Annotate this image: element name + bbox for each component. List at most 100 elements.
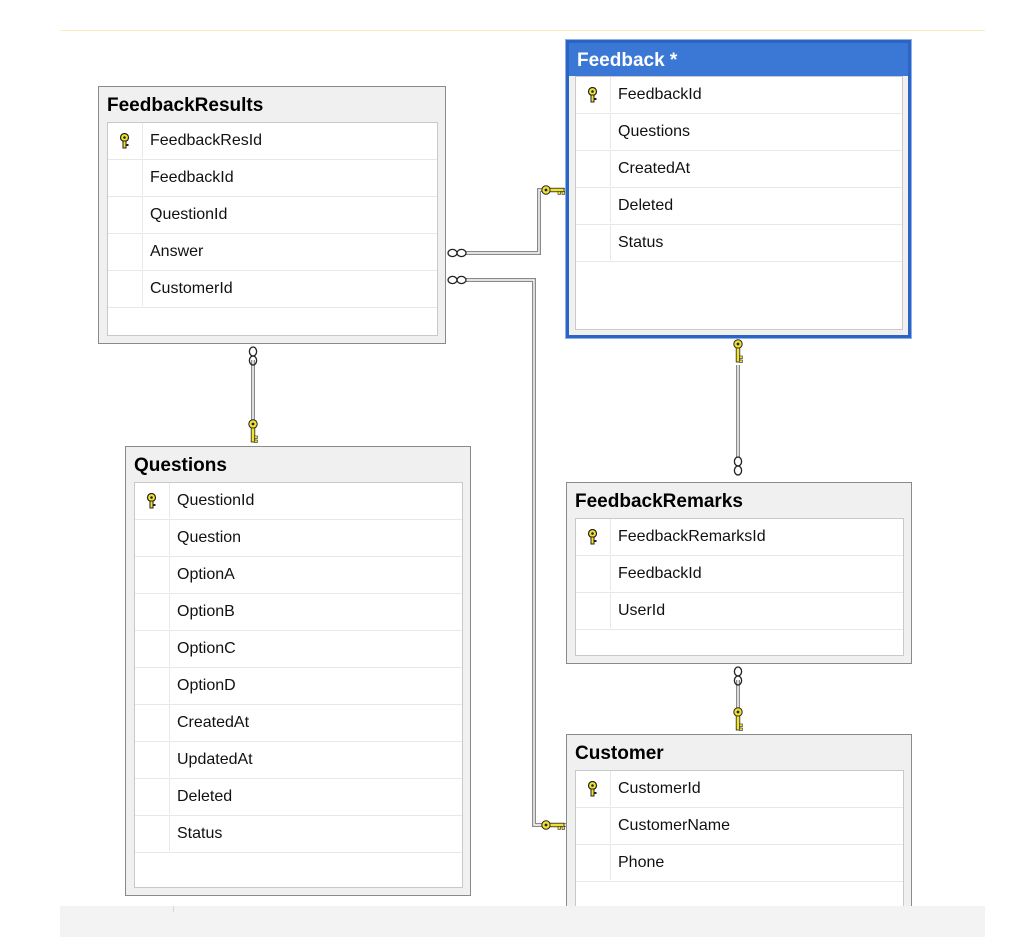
column-row[interactable]: CustomerId (576, 771, 903, 808)
primary-key-icon (587, 781, 598, 797)
table-feedbackremarks[interactable]: FeedbackRemarks FeedbackRemarksId Feedba… (566, 482, 912, 664)
column-list: CustomerId CustomerName Phone (575, 770, 904, 926)
row-selector[interactable] (135, 631, 170, 666)
column-name: QuestionId (177, 492, 255, 509)
column-name: CreatedAt (177, 714, 250, 731)
column-row[interactable]: OptionB (135, 594, 462, 631)
column-row[interactable]: QuestionId (108, 197, 437, 234)
row-selector[interactable] (135, 594, 170, 629)
row-selector[interactable] (135, 520, 170, 555)
rel-feedbackremarks-feedback[interactable] (733, 339, 743, 476)
column-name: FeedbackResId (150, 132, 263, 149)
column-row[interactable]: Deleted (135, 779, 462, 816)
rel-feedbackresults-customer[interactable] (447, 275, 566, 830)
row-selector[interactable] (576, 519, 611, 554)
column-name: Deleted (177, 788, 233, 805)
row-selector[interactable] (135, 742, 170, 777)
row-selector[interactable] (576, 225, 611, 260)
column-name: OptionC (177, 640, 236, 657)
column-list: FeedbackResId FeedbackId QuestionId Answ… (107, 122, 438, 336)
column-row[interactable]: Questions (576, 114, 902, 151)
column-name: Questions (618, 123, 691, 140)
row-selector[interactable] (135, 705, 170, 740)
column-row[interactable]: OptionA (135, 557, 462, 594)
column-name: Deleted (618, 197, 674, 214)
scrollbar-divider (173, 906, 174, 912)
row-selector[interactable] (576, 808, 611, 843)
column-row[interactable]: CustomerId (108, 271, 437, 308)
column-row[interactable]: UserId (576, 593, 903, 630)
column-row[interactable]: Question (135, 520, 462, 557)
column-row[interactable]: FeedbackResId (108, 123, 437, 160)
top-divider (60, 30, 985, 31)
row-selector[interactable] (108, 197, 143, 232)
bottom-scrollbar-strip[interactable] (60, 906, 985, 937)
column-name: OptionD (177, 677, 236, 694)
row-selector[interactable] (576, 188, 611, 223)
column-row[interactable]: FeedbackRemarksId (576, 519, 903, 556)
row-selector[interactable] (135, 779, 170, 814)
column-row[interactable]: UpdatedAt (135, 742, 462, 779)
row-selector[interactable] (576, 556, 611, 591)
row-selector[interactable] (135, 668, 170, 703)
rel-feedbackremarks-customer[interactable] (733, 666, 743, 731)
column-row[interactable]: OptionC (135, 631, 462, 668)
row-selector[interactable] (135, 483, 170, 518)
column-row[interactable]: FeedbackId (576, 77, 902, 114)
column-name: Status (618, 234, 664, 251)
table-title: Customer (575, 743, 664, 764)
column-list: QuestionId Question OptionA OptionB Opti… (134, 482, 463, 888)
table-feedbackresults[interactable]: FeedbackResults FeedbackResId FeedbackId… (98, 86, 446, 344)
row-selector[interactable] (108, 234, 143, 269)
column-row[interactable]: OptionD (135, 668, 462, 705)
column-name: FeedbackId (150, 169, 234, 186)
rel-feedbackresults-questions[interactable] (248, 346, 258, 443)
row-selector[interactable] (576, 114, 611, 149)
column-name: CustomerName (618, 817, 731, 834)
row-selector[interactable] (108, 123, 143, 158)
table-title: Questions (134, 455, 227, 476)
column-row[interactable]: Status (135, 816, 462, 853)
row-selector[interactable] (576, 771, 611, 806)
table-title: FeedbackRemarks (575, 491, 743, 512)
column-row[interactable]: Status (576, 225, 902, 262)
column-name: Phone (618, 854, 665, 871)
primary-key-icon (587, 529, 598, 545)
column-name: UserId (618, 602, 666, 619)
column-list: FeedbackId Questions CreatedAt Deleted S… (575, 76, 903, 330)
row-selector[interactable] (135, 557, 170, 592)
column-list: FeedbackRemarksId FeedbackId UserId (575, 518, 904, 656)
row-selector[interactable] (108, 160, 143, 195)
column-row[interactable]: QuestionId (135, 483, 462, 520)
row-selector[interactable] (576, 77, 611, 112)
primary-key-icon (587, 87, 598, 103)
column-row[interactable]: Deleted (576, 188, 902, 225)
column-row[interactable]: FeedbackId (576, 556, 903, 593)
primary-key-icon (146, 493, 157, 509)
table-questions[interactable]: Questions QuestionId Question OptionA Op… (125, 446, 471, 896)
primary-key-icon (119, 133, 130, 149)
column-row[interactable]: CreatedAt (576, 151, 902, 188)
column-name: QuestionId (150, 206, 228, 223)
row-selector[interactable] (576, 845, 611, 880)
column-name: UpdatedAt (177, 751, 253, 768)
row-selector[interactable] (576, 151, 611, 186)
column-name: Answer (150, 243, 204, 260)
column-row[interactable]: Answer (108, 234, 437, 271)
column-name: CreatedAt (618, 160, 691, 177)
column-row[interactable]: Phone (576, 845, 903, 882)
table-customer[interactable]: Customer CustomerId CustomerName Phone (566, 734, 912, 934)
column-row[interactable]: CustomerName (576, 808, 903, 845)
table-feedback[interactable]: Feedback * FeedbackId Questions CreatedA… (566, 40, 911, 338)
column-name: FeedbackId (618, 86, 702, 103)
row-selector[interactable] (108, 271, 143, 306)
column-row[interactable]: CreatedAt (135, 705, 462, 742)
row-selector[interactable] (576, 593, 611, 628)
table-title: FeedbackResults (107, 95, 264, 116)
column-row[interactable]: FeedbackId (108, 160, 437, 197)
column-name: CustomerId (150, 280, 233, 297)
rel-feedbackresults-feedback[interactable] (447, 185, 566, 258)
row-selector[interactable] (135, 816, 170, 851)
